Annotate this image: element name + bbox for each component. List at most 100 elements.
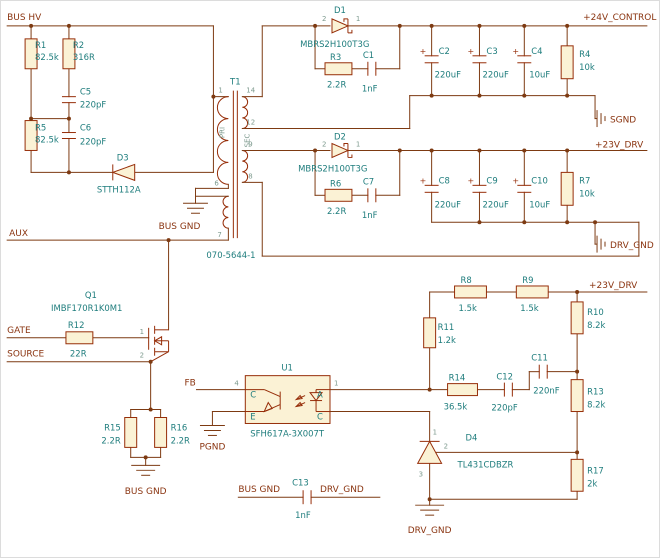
- q1-ref: Q1: [85, 290, 97, 300]
- net-label-drv-gnd-out: DRV_GND: [610, 241, 654, 251]
- c9-value: 220uF: [482, 199, 508, 209]
- r14-ref: R14: [449, 373, 466, 383]
- r15-ref: R15: [104, 422, 121, 432]
- q1-value: IMBF170R1K0M1: [51, 303, 122, 313]
- c8-plus: +: [420, 176, 427, 185]
- u1-pin-4: 4: [234, 380, 239, 388]
- feedback-wires: [429, 291, 648, 506]
- q1-pin-2: 2: [140, 352, 144, 360]
- c9-ref: C9: [486, 175, 497, 185]
- optocoupler-u1-internals: [245, 389, 330, 413]
- r12-value: 22R: [70, 349, 87, 359]
- net-label-bus-gnd-q1: BUS GND: [125, 487, 167, 497]
- c9-plus: +: [468, 176, 475, 185]
- u1-ref: U1: [281, 363, 293, 373]
- t1-pin-12: 12: [246, 119, 255, 127]
- r10-ref: R10: [587, 307, 604, 317]
- capacitor-c8: [424, 184, 439, 193]
- c4-plus: +: [512, 47, 519, 56]
- r6-ref: R6: [330, 178, 341, 188]
- c2-value: 220uF: [435, 70, 461, 80]
- c4-ref: C4: [531, 46, 542, 56]
- r9-ref: R9: [522, 275, 533, 285]
- q1-pin-1: 1: [140, 328, 144, 336]
- c7-ref: C7: [363, 176, 374, 186]
- r1-value: 82.5k: [35, 52, 59, 62]
- r11-ref: R11: [438, 322, 455, 332]
- r3-value: 2.2R: [327, 80, 346, 90]
- r13-value: 8.2k: [587, 400, 605, 410]
- resistor-r12: [65, 331, 94, 345]
- r7-value: 10k: [579, 188, 595, 198]
- resistor-r15: [124, 417, 138, 448]
- r4-ref: R4: [579, 49, 590, 59]
- shunt-regulator-d4: [416, 440, 443, 464]
- r14-value: 36.5k: [444, 402, 468, 412]
- c1-ref: C1: [363, 50, 374, 60]
- capacitor-c13: [302, 490, 312, 505]
- net-label-23v-drv-out: +23V_DRV: [595, 140, 644, 150]
- d4-value: TL431CDBZR: [457, 459, 514, 469]
- d1-pin-2: 2: [322, 15, 326, 23]
- t1-pin-1: 1: [218, 87, 222, 95]
- c13-value: 1nF: [295, 510, 311, 520]
- c13-ref: C13: [292, 477, 309, 487]
- resistor-r9: [515, 285, 549, 299]
- t1-pin-14: 14: [246, 87, 255, 95]
- capacitor-c1: [367, 61, 377, 76]
- c5-ref: C5: [80, 87, 91, 97]
- resistor-r4: [560, 45, 574, 80]
- net-label-23v-drv-fb: +23V_DRV: [589, 281, 638, 291]
- t1-pin-6: 6: [214, 179, 218, 187]
- capacitor-c10: [517, 184, 532, 193]
- r7-ref: R7: [579, 175, 590, 185]
- r17-ref: R17: [587, 465, 604, 475]
- pgnd-ground-symbol: [199, 424, 225, 436]
- d1-ref: D1: [334, 5, 346, 15]
- opto-wires: [195, 389, 431, 426]
- t1-part-number: 070-5644-1: [206, 250, 255, 260]
- c12-value: 220pF: [491, 403, 518, 413]
- capacitor-c12: [503, 382, 513, 397]
- d2-pin-2: 2: [322, 140, 326, 148]
- r5-value: 82.5k: [35, 134, 59, 144]
- r2-value: 316R: [73, 52, 95, 62]
- d2-value: MBRS2H100T3G: [298, 163, 367, 173]
- net-label-source: SOURCE: [7, 350, 44, 360]
- u1-value: SFH617A-3X007T: [250, 428, 325, 438]
- r13-ref: R13: [587, 387, 604, 397]
- resistor-r14: [447, 383, 478, 397]
- t1-pin-9: 9: [248, 140, 252, 148]
- drv-gnd-ground-symbol: [594, 235, 606, 253]
- d2-pin-1: 1: [356, 140, 360, 148]
- u1-letter-a: A: [317, 390, 323, 400]
- r2-ref: R2: [73, 40, 84, 50]
- capacitor-c6: [61, 132, 76, 140]
- net-label-bus-gnd-t1: BUS GND: [159, 222, 201, 232]
- r8-value: 1.5k: [459, 303, 477, 313]
- resistor-r16: [154, 417, 168, 448]
- c6-ref: C6: [80, 123, 91, 133]
- r3-ref: R3: [330, 52, 341, 62]
- net-label-bus-gnd-c13: BUS GND: [238, 485, 280, 495]
- resistor-r7: [560, 171, 574, 206]
- diode-d3: [111, 163, 136, 182]
- bus-gnd-ground-symbol-q1: [131, 464, 161, 476]
- net-label-aux: AUX: [9, 229, 28, 239]
- d4-pin-1: 1: [433, 428, 437, 436]
- net-label-24v-control: +24V_CONTROL: [583, 13, 656, 23]
- resistor-r10: [570, 301, 584, 335]
- capacitor-c11: [538, 364, 548, 379]
- c2-plus: +: [420, 47, 427, 56]
- junction-dots: [29, 23, 598, 502]
- diode-d2: [331, 142, 353, 159]
- primary-winding: [216, 96, 229, 185]
- r6-value: 2.2R: [327, 206, 346, 216]
- secondary-winding-b: [242, 149, 249, 183]
- c7-value: 1nF: [362, 210, 378, 220]
- d1-pin-1: 1: [356, 15, 360, 23]
- drv-gnd-ground-symbol-d4: [415, 504, 445, 516]
- d4-pin-3: 3: [419, 470, 423, 478]
- capacitor-c2: [424, 55, 439, 64]
- net-label-drv-gnd-bottom: DRV_GND: [408, 526, 452, 536]
